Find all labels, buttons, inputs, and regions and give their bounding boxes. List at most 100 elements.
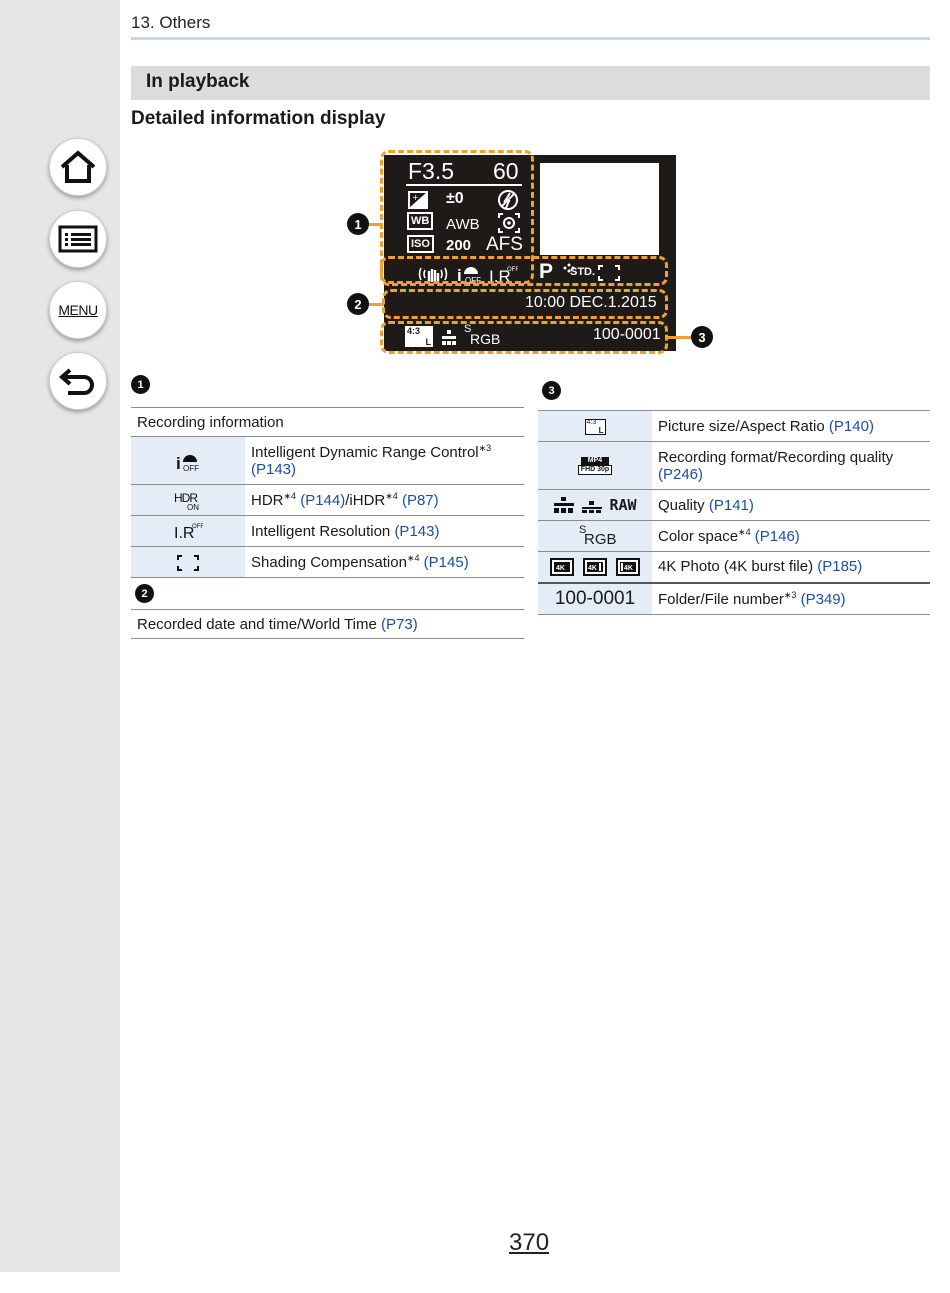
page-link[interactable]: (P146) (754, 528, 800, 545)
icon-cell: RAW (538, 489, 652, 521)
chapter-rule (131, 37, 930, 40)
raw-label: RAW (609, 496, 637, 515)
section-marker-1: 1 (131, 375, 150, 394)
footnote-ref: ∗4 (385, 491, 398, 501)
4k-burst-ss-icon: 4K (583, 557, 607, 576)
page-link[interactable]: (P185) (817, 558, 863, 576)
folder-file-number: 100-0001 (593, 326, 661, 343)
row-text: Picture size/Aspect Ratio (658, 417, 825, 435)
wb-label: WB (407, 212, 434, 230)
shading-icon (177, 554, 199, 571)
row-text: HDR (251, 492, 284, 509)
icon-cell: MP4 FHD 30p (538, 441, 652, 490)
description-cell: Recorded date and time/World Time (P73) (131, 609, 524, 639)
description-cell: Color space∗4 (P146) (652, 520, 930, 552)
icon-cell: HDR ON (131, 484, 245, 516)
icon-cell: 4K 4K 4K (538, 551, 652, 583)
table-row: I.R OFF Intelligent Resolution (P143) (131, 515, 524, 547)
icon-cell: 4:3 L (538, 410, 652, 442)
row-text: Folder/File number (658, 590, 784, 608)
row-text: Shading Compensation (251, 554, 407, 571)
iso-value: 200 (446, 237, 472, 254)
contents-button[interactable] (49, 210, 107, 268)
footnote-ref: ∗3 (783, 589, 797, 600)
home-button[interactable] (49, 138, 107, 196)
shading-screen-icon (598, 265, 620, 281)
standard-quality-icon (582, 501, 603, 514)
page-link[interactable]: (P87) (401, 492, 439, 509)
iso-label: ISO (407, 235, 434, 253)
row-text: Recording format/Recording quality (658, 448, 894, 466)
page-link[interactable]: (P140) (828, 417, 874, 435)
menu-label: MENU (58, 302, 98, 318)
menu-button[interactable]: MENU (49, 281, 107, 339)
highlight-group-1-bottom (380, 256, 668, 286)
flash-off-icon (498, 190, 518, 210)
icon-sub: FHD 30p (577, 464, 613, 475)
description-cell: Intelligent Dynamic Range Control∗3 (P14… (245, 436, 524, 485)
shooting-mode: P (539, 260, 554, 283)
row-text: Color space (658, 528, 739, 545)
callout-line-3 (666, 336, 692, 339)
icon-cell: i OFF (131, 436, 245, 485)
table-row: 4K 4K 4K 4K Photo (4K burst file) (P185) (538, 551, 930, 583)
page-link[interactable]: (P73) (381, 615, 418, 633)
folder-number-label: 100-0001 (554, 587, 636, 609)
table-row: Recorded date and time/World Time (P73) (131, 609, 524, 639)
page-link[interactable]: (P143) (394, 522, 440, 540)
icon-sub: RGB (584, 531, 617, 548)
metering-icon (498, 213, 520, 233)
icon-cell: 100-0001 (538, 581, 652, 615)
page-link[interactable]: (P349) (800, 590, 846, 608)
footnote-ref: ∗4 (406, 553, 420, 563)
wb-value: AWB (446, 216, 480, 233)
highlight-group-3 (380, 321, 668, 354)
highlight-group-1-top (380, 150, 534, 284)
callout-1: 1 (347, 213, 369, 235)
row-text: 4K Photo (4K burst file) (658, 558, 814, 576)
back-button[interactable] (49, 352, 107, 410)
description-cell: Shading Compensation∗4 (P145) (245, 546, 524, 578)
recording-info-header: Recording information (131, 407, 524, 437)
svg-text:HDR: HDR (174, 491, 198, 505)
chapter-title: 13. Others (131, 13, 211, 32)
marker-row: 2 (131, 577, 524, 610)
table-row: S RGB Color space∗4 (P146) (538, 520, 930, 552)
description-cell: Recording format/Recording quality (P246… (652, 441, 930, 490)
table-row: RAW Quality (P141) (538, 489, 930, 521)
file-info-table: 4:3 L Picture size/Aspect Ratio (P140) M… (538, 410, 930, 615)
svg-text:OFF: OFF (192, 524, 203, 530)
svg-text:+: + (412, 193, 419, 202)
row-text: Quality (658, 496, 705, 514)
table-row: HDR ON HDR∗4 (P144)/iHDR∗4 (P87) (131, 484, 524, 516)
page-link[interactable]: (P141) (708, 496, 754, 514)
svg-text:4K: 4K (588, 565, 597, 572)
description-cell: Folder/File number∗3 (P349) (652, 581, 930, 615)
highlight-group-2 (382, 289, 668, 319)
svg-text:i: i (176, 454, 181, 472)
rec-format-icon: MP4 FHD 30p (577, 456, 613, 475)
page-link[interactable]: (P143) (251, 461, 297, 478)
stabilizer-icon (418, 267, 448, 282)
idr-off-screen-icon: i OFF (457, 266, 481, 284)
quality-screen-icon (442, 330, 456, 345)
footnote-ref: ∗3 (478, 443, 492, 453)
page-link[interactable]: (P145) (423, 554, 469, 571)
table-row: MP4 FHD 30p Recording format/Recording q… (538, 441, 930, 490)
row-text: Intelligent Dynamic Range Control (251, 444, 479, 461)
svg-text:I.R: I.R (489, 267, 511, 284)
size-text: L (425, 337, 432, 347)
record-datetime: 10:00 DEC.1.2015 (525, 294, 657, 311)
icon-text: 4:3 (586, 418, 597, 426)
page-link[interactable]: (P144) (300, 492, 346, 509)
svg-text:OFF: OFF (465, 276, 481, 284)
svg-text:I.R: I.R (174, 525, 194, 541)
4k-pre-burst-icon: 4K (616, 557, 640, 576)
quality-icon: RAW (553, 496, 637, 515)
footnote-ref: ∗4 (283, 491, 297, 501)
page-link[interactable]: (P246) (658, 465, 704, 483)
photo-style: STD. (570, 266, 596, 278)
colorspace-icon: S RGB (577, 524, 617, 548)
icon-sub: L (598, 425, 604, 435)
icon-text: S (579, 524, 587, 536)
